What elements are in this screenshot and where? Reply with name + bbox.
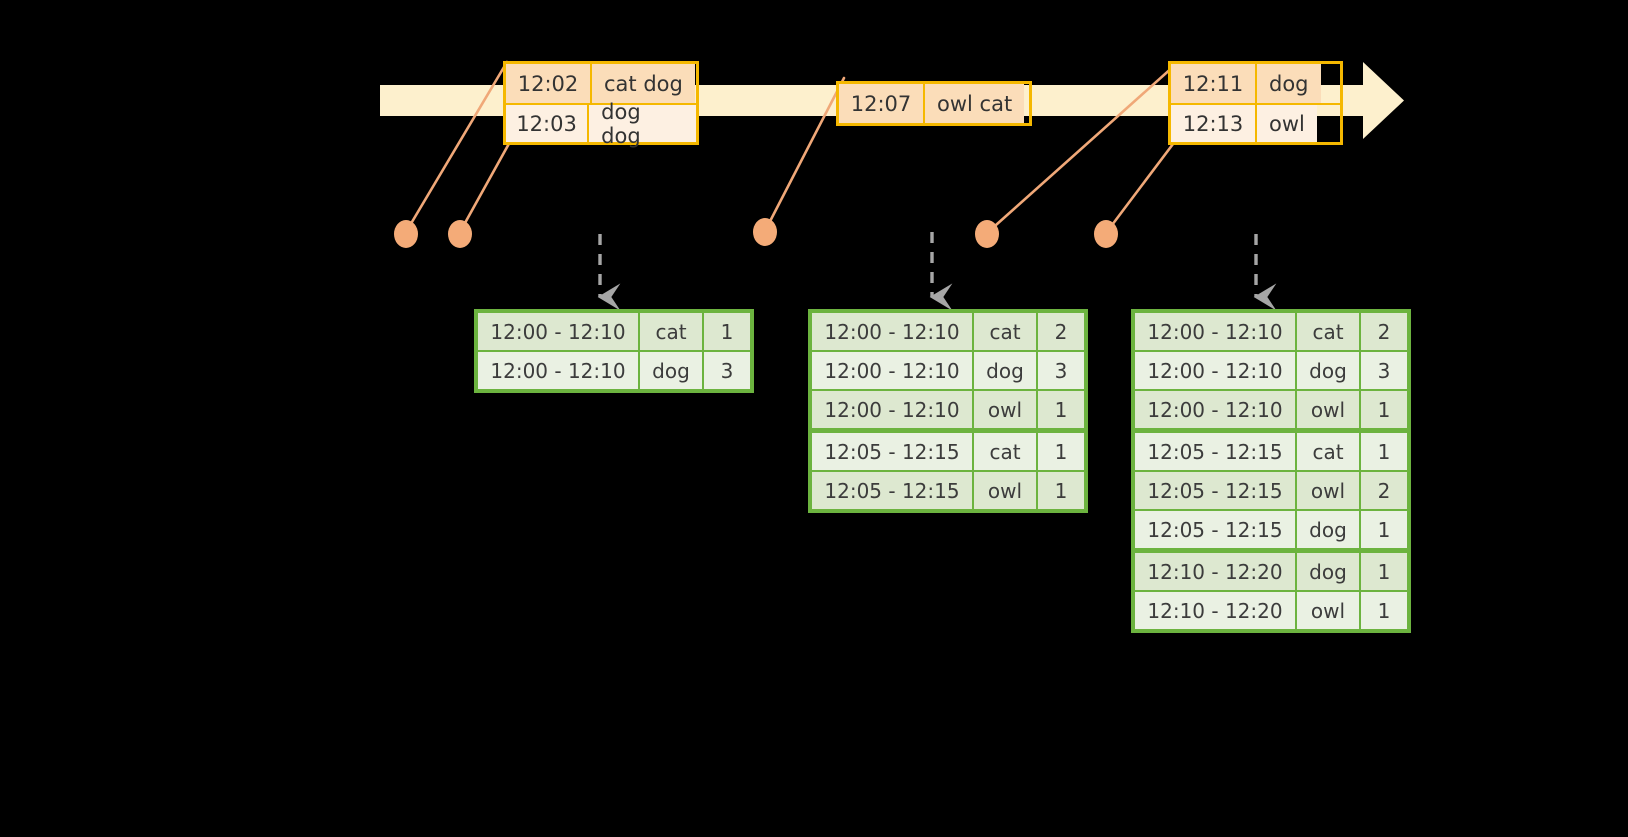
cell-word: owl	[974, 472, 1036, 509]
cell-window: 12:05 - 12:15	[1135, 472, 1295, 509]
cell-word: owl	[1297, 391, 1359, 428]
cell-window: 12:00 - 12:10	[1135, 391, 1295, 428]
cell-window: 12:00 - 12:10	[478, 313, 638, 350]
cell-window: 12:05 - 12:15	[1135, 511, 1295, 548]
cell-window: 12:05 - 12:15	[812, 472, 972, 509]
cell-word: dog	[1297, 511, 1359, 548]
cell-count: 2	[1361, 313, 1407, 350]
cell-word: owl	[1297, 592, 1359, 629]
cell-count: 1	[1361, 511, 1407, 548]
event-row: 12:11 dog	[1171, 64, 1340, 103]
cell-count: 1	[1361, 592, 1407, 629]
event-row: 12:02 cat dog	[506, 64, 696, 103]
cell-count: 3	[1361, 352, 1407, 389]
table-row: 12:05 - 12:15 owl 1	[812, 472, 1084, 509]
event-row: 12:03 dog dog	[506, 100, 696, 148]
cell-word: dog	[640, 352, 702, 389]
event-words: cat dog	[592, 64, 695, 103]
cell-window: 12:00 - 12:10	[812, 391, 972, 428]
cell-word: owl	[974, 391, 1036, 428]
cell-count: 3	[1038, 352, 1084, 389]
table-row: 12:00 - 12:10 owl 1	[1135, 391, 1407, 428]
cell-window: 12:05 - 12:15	[812, 433, 972, 470]
connector-dots	[394, 218, 1118, 248]
event-time: 12:02	[506, 64, 592, 103]
cell-window: 12:00 - 12:10	[1135, 313, 1295, 350]
event-row: 12:07 owl cat	[839, 84, 1029, 123]
cell-word: dog	[974, 352, 1036, 389]
event-time: 12:11	[1171, 64, 1257, 103]
cell-count: 1	[1361, 553, 1407, 590]
table-row: 12:00 - 12:10 cat 2	[1135, 313, 1407, 350]
connector-dot	[753, 218, 777, 246]
cell-window: 12:00 - 12:10	[812, 352, 972, 389]
cell-count: 1	[1038, 472, 1084, 509]
table-row: 12:00 - 12:10 dog 3	[1135, 352, 1407, 389]
cell-window: 12:00 - 12:10	[478, 352, 638, 389]
event-words: dog dog	[589, 100, 696, 148]
event-words: owl	[1257, 105, 1317, 142]
cell-word: cat	[974, 433, 1036, 470]
result-table-2: 12:00 - 12:10 cat 2 12:00 - 12:10 dog 3 …	[808, 309, 1088, 513]
event-row: 12:13 owl	[1171, 103, 1340, 142]
table-row: 12:00 - 12:10 dog 3	[812, 352, 1084, 389]
flow-arrows	[597, 232, 1277, 311]
event-group-1: 12:02 cat dog 12:03 dog dog	[503, 61, 699, 148]
table-row: 12:00 - 12:10 cat 2	[812, 313, 1084, 350]
table-row: 12:05 - 12:15 cat 1	[1135, 433, 1407, 470]
event-words: owl cat	[925, 84, 1025, 123]
table-row: 12:00 - 12:10 cat 1	[478, 313, 750, 350]
table-row: 12:05 - 12:15 dog 1	[1135, 511, 1407, 548]
table-row: 12:10 - 12:20 owl 1	[1135, 592, 1407, 629]
cell-count: 1	[704, 313, 750, 350]
connector-dot	[975, 220, 999, 248]
result-table-1: 12:00 - 12:10 cat 1 12:00 - 12:10 dog 3	[474, 309, 754, 393]
event-time: 12:03	[506, 105, 590, 142]
connector-dot	[448, 220, 472, 248]
connector-dot	[394, 220, 418, 248]
cell-word: dog	[1297, 352, 1359, 389]
cell-word: cat	[1297, 313, 1359, 350]
table-row: 12:10 - 12:20 dog 1	[1135, 553, 1407, 590]
connector-lines	[404, 60, 1178, 235]
event-group-3: 12:11 dog 12:13 owl	[1168, 61, 1343, 145]
table-row: 12:05 - 12:15 cat 1	[812, 433, 1084, 470]
cell-window: 12:00 - 12:10	[1135, 352, 1295, 389]
cell-count: 2	[1361, 472, 1407, 509]
event-group-2: 12:07 owl cat	[836, 81, 1032, 126]
cell-word: cat	[640, 313, 702, 350]
cell-count: 1	[1038, 433, 1084, 470]
event-time: 12:13	[1171, 105, 1257, 142]
table-row: 12:00 - 12:10 dog 3	[478, 352, 750, 389]
cell-window: 12:10 - 12:20	[1135, 592, 1295, 629]
cell-count: 3	[704, 352, 750, 389]
cell-word: cat	[1297, 433, 1359, 470]
table-row: 12:05 - 12:15 owl 2	[1135, 472, 1407, 509]
cell-window: 12:00 - 12:10	[812, 313, 972, 350]
result-table-3: 12:00 - 12:10 cat 2 12:00 - 12:10 dog 3 …	[1131, 309, 1411, 633]
cell-word: owl	[1297, 472, 1359, 509]
cell-count: 1	[1038, 391, 1084, 428]
table-row: 12:00 - 12:10 owl 1	[812, 391, 1084, 428]
connector-dot	[1094, 220, 1118, 248]
cell-count: 1	[1361, 433, 1407, 470]
event-words: dog	[1257, 64, 1321, 103]
cell-window: 12:10 - 12:20	[1135, 553, 1295, 590]
cell-word: cat	[974, 313, 1036, 350]
cell-count: 2	[1038, 313, 1084, 350]
cell-window: 12:05 - 12:15	[1135, 433, 1295, 470]
cell-word: dog	[1297, 553, 1359, 590]
event-time: 12:07	[839, 84, 925, 123]
cell-count: 1	[1361, 391, 1407, 428]
